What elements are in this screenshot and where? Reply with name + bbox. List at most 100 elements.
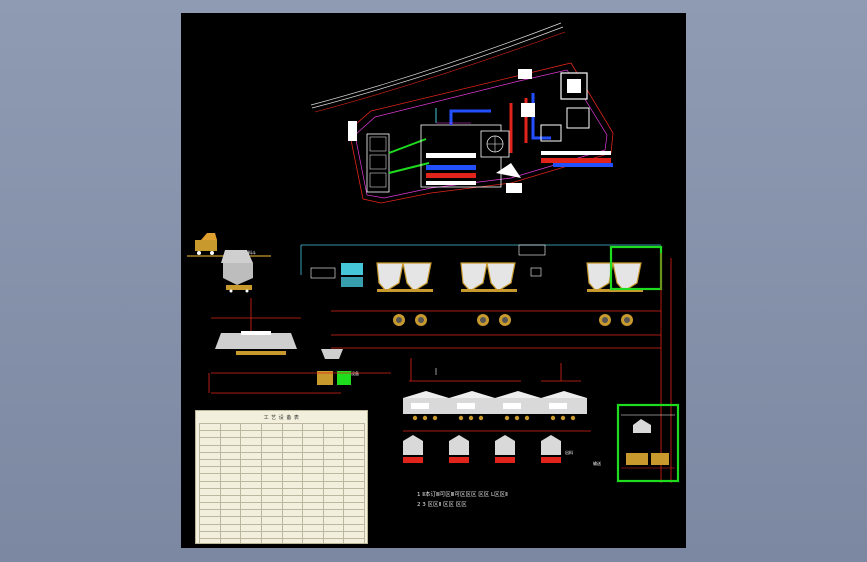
table-cell	[281, 516, 304, 525]
table-cell	[302, 509, 324, 518]
table-cell	[260, 422, 283, 432]
table-row	[199, 466, 365, 475]
table-cell	[302, 466, 324, 475]
table-cell	[219, 509, 242, 518]
table-cell	[281, 537, 304, 543]
table-cell	[219, 473, 242, 482]
site-road	[310, 22, 562, 106]
flotation-group-1	[376, 262, 433, 292]
table-cell	[199, 530, 221, 540]
table-cell	[240, 466, 262, 475]
table-cell	[240, 537, 262, 543]
table-cell	[240, 451, 262, 460]
table-cell	[260, 537, 283, 543]
table-cell	[240, 444, 262, 453]
table-cell	[302, 502, 324, 511]
table-cell	[260, 430, 283, 439]
table-cell	[260, 509, 283, 518]
table-cell	[260, 473, 283, 482]
table-cell	[219, 437, 242, 446]
cad-drawing: 料斗 设备	[187, 22, 680, 483]
table-cell	[240, 516, 262, 525]
table-cell	[322, 422, 345, 432]
flotation-group-3	[586, 262, 643, 292]
table-cell	[260, 523, 283, 532]
table-cell	[199, 458, 221, 468]
table-cell	[199, 444, 221, 453]
site-plan	[310, 22, 614, 204]
table-cell	[322, 430, 345, 439]
table-cell	[302, 473, 324, 482]
table-cell	[219, 466, 242, 475]
table-cell	[240, 494, 262, 504]
table-cell	[281, 422, 304, 432]
table-cell	[343, 537, 365, 543]
table-cell	[240, 530, 262, 540]
table-row	[199, 523, 365, 532]
table-row	[199, 473, 365, 482]
table-cell	[219, 494, 242, 504]
table-cell	[343, 530, 365, 540]
table-cell	[322, 516, 345, 525]
table-cell	[302, 523, 324, 532]
table-cell	[322, 473, 345, 482]
table-cell	[219, 516, 242, 525]
table-row	[199, 509, 365, 518]
table-cell	[260, 444, 283, 453]
table-cell	[260, 502, 283, 511]
table-cell	[322, 444, 345, 453]
table-cell	[281, 509, 304, 518]
table-cell	[240, 523, 262, 532]
table-cell	[281, 494, 304, 504]
table-cell	[322, 480, 345, 489]
table-cell	[219, 523, 242, 532]
table-cell	[343, 487, 365, 496]
table-row	[199, 487, 365, 496]
drawing-note-1: 1 Ⅱ本订Ⅲ可区Ⅲ可区区区 区区 L区区Ⅱ	[417, 492, 508, 498]
table-cell	[199, 487, 221, 496]
table-cell	[199, 509, 221, 518]
table-cell	[219, 422, 242, 432]
table-cell	[281, 458, 304, 468]
table-cell	[240, 430, 262, 439]
table-cell	[343, 516, 365, 525]
table-cell	[302, 530, 324, 540]
truck-icon	[195, 233, 217, 255]
table-cell	[343, 523, 365, 532]
table-cell	[199, 480, 221, 489]
pump-icon	[393, 314, 633, 326]
table-cell	[343, 466, 365, 475]
table-cell	[322, 458, 345, 468]
table-cell	[302, 458, 324, 468]
table-cell	[343, 451, 365, 460]
table-cell	[240, 509, 262, 518]
drawing-note-2: 2 3 区区Ⅱ 区区 区区	[417, 502, 467, 508]
table-cell	[302, 487, 324, 496]
table-cell	[281, 466, 304, 475]
table-cell	[199, 523, 221, 532]
table-cell	[260, 487, 283, 496]
table-row	[199, 494, 365, 504]
table-cell	[302, 437, 324, 446]
table-cell	[322, 487, 345, 496]
table-cell	[240, 487, 262, 496]
table-row	[199, 530, 365, 540]
table-row	[199, 422, 365, 432]
table-cell	[260, 451, 283, 460]
table-row	[199, 444, 365, 453]
table-cell	[240, 422, 262, 432]
table-cell	[343, 444, 365, 453]
table-row	[199, 480, 365, 489]
site-building	[366, 133, 390, 193]
highlight-box-lower	[616, 403, 680, 483]
table-cell	[199, 537, 221, 543]
table-row	[199, 437, 365, 446]
table-cell	[343, 494, 365, 504]
table-cell	[219, 502, 242, 511]
table-cell	[343, 473, 365, 482]
table-row	[199, 537, 365, 543]
table-cell	[322, 466, 345, 475]
table-cell	[240, 473, 262, 482]
table-cell	[199, 502, 221, 511]
table-cell	[302, 537, 324, 543]
